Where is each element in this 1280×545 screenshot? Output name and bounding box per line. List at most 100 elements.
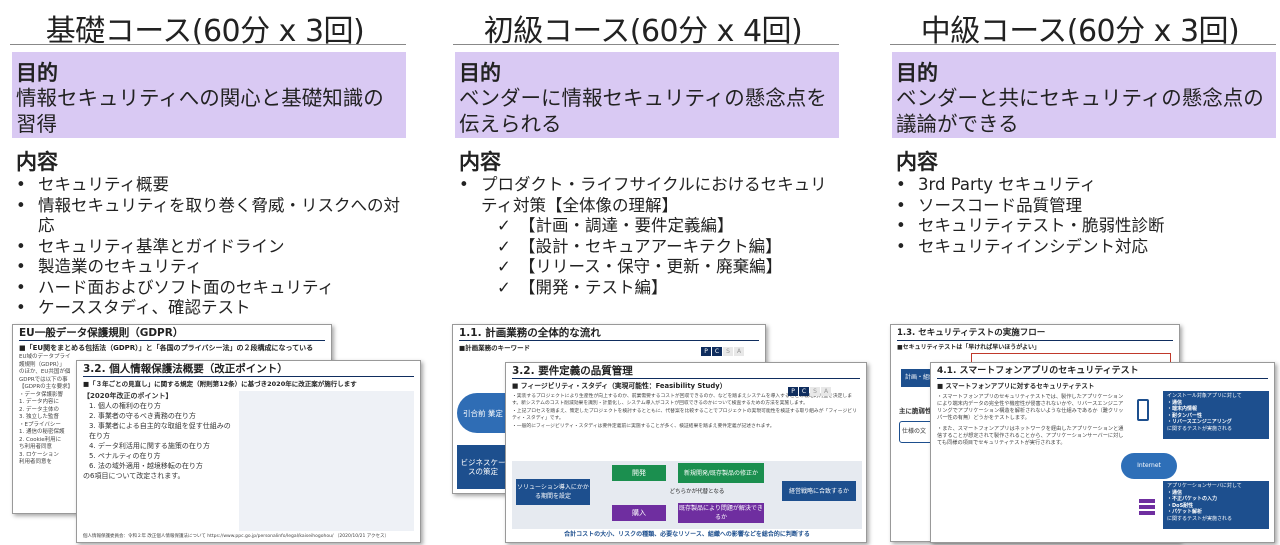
bullet-text: ・実装するプロジェクトにより生産性が向上するのか、前業需要するコストが回収できる… <box>512 394 853 406</box>
contents-list: 3rd Party セキュリティ ソースコード品質管理 セキュリティテスト・脆弱… <box>896 175 1276 257</box>
slide-line: ち利用者同意 <box>19 444 53 450</box>
point-item: 2. 事業者の守るべき責務の在り方 <box>89 412 196 420</box>
callout-item: ・端末内情報 <box>1167 406 1198 412</box>
list-item: プロダクト・ライフサイクルにおけるセキュリティ対策【全体像の理解】 <box>459 175 839 216</box>
check-item: 【リリース・保守・更新・廃棄編】 <box>459 257 839 278</box>
divider <box>10 44 406 45</box>
bullet-text: ・また、スマートフォンアプリはネットワークを経由したアプリケーションと通信するこ… <box>937 426 1124 446</box>
list-item: 3rd Party セキュリティ <box>896 175 1276 196</box>
pdca-badge: P C S A <box>701 347 744 356</box>
callout-title: アプリケーションサーバに対して <box>1167 483 1242 489</box>
contents-list: セキュリティ概要 情報セキュリティを取り巻く脅威・リスクへの対応 セキュリティ基… <box>16 175 406 319</box>
course-title: 基礎コース(60分 x 3回) <box>45 14 365 49</box>
check-item: 【開発・テスト編】 <box>459 278 839 299</box>
slide-title: 1.3. セキュリティテストの実施フロー <box>897 328 1046 338</box>
list-item: 情報セキュリティを取り巻く脅威・リスクへの対応 <box>16 196 406 237</box>
purpose-text: ベンダーに情報セキュリティの懸念点を伝えられる <box>459 86 827 136</box>
course-title: 初級コース(60分 x 4回) <box>483 14 803 49</box>
points-note: の6項目について改定されます。 <box>83 472 185 480</box>
server-callout: アプリケーションサーバに対して ・通信 ・不正パケットの入力 ・DoS耐性 ・パ… <box>1163 481 1269 529</box>
slide-line: 3. ロケーション <box>19 451 59 458</box>
callout-note: に関するテストが実施される <box>1167 425 1233 432</box>
point-item: 5. ペナルティの在り方 <box>89 452 161 460</box>
list-item: ケーススタディ、確認テスト <box>16 298 406 319</box>
slide-thumbnail-smartphone: 4.1. スマートフォンアプリのセキュリティテスト ■ スマートフォンアプリに対… <box>930 362 1275 543</box>
purpose-heading: 目的 <box>459 61 501 85</box>
phone-icon <box>1137 399 1149 421</box>
flow-start: ソリューション導入にかかる期間を設定 <box>516 479 590 505</box>
slide-title: 1.1. 計画業務の全体的な流れ <box>459 327 601 339</box>
slide-thumbnail-requirements: 3.2. 要件定義の品質管理 ■ フィージビリティ・スタディ（実現可能性：Fea… <box>505 362 867 543</box>
slide-line: 【GDPRの主な要求】 <box>19 384 74 390</box>
slide-line: 2. データ主体の <box>19 406 59 413</box>
slide-line: ・Eプライバシー <box>19 421 61 428</box>
callout-item: ・リバースエンジニアリング <box>1167 419 1232 425</box>
flow-box: 引合前 業定 <box>457 393 509 433</box>
badge-c: C <box>712 347 722 356</box>
slide-line: ・データ保護影響 <box>19 391 64 398</box>
flow-diagram: ソリューション導入にかかる期間を設定 開発 新規開発/既存製品の修正か どちらか… <box>512 461 862 529</box>
list-item: 製造業のセキュリティ <box>16 257 406 278</box>
purpose-text: ベンダーと共にセキュリティの懸念点の議論ができる <box>896 86 1264 136</box>
callout-item: ・通信 <box>1167 399 1183 406</box>
slide-lead: ■「EU関をまとめる包括法（GDPR）」と「各国のプライバシー法」の２段構成にな… <box>19 344 314 352</box>
flow-new-dev: 新規開発/既存製品の修正か <box>678 463 764 483</box>
slide-lead: ■ スマートフォンアプリに対するセキュリティテスト <box>937 382 1095 390</box>
slide-lead: ■「３年ごとの見直し」に関する規定（附則第12条）に基づき2020年に改正案が施… <box>83 380 357 388</box>
install-callout: インストール対象アプリに対して ・通信 ・端末内情報 ・耐タンパー性 ・リバース… <box>1163 391 1269 439</box>
purpose-heading: 目的 <box>896 61 938 85</box>
contents-heading: 内容 <box>459 150 501 174</box>
check-item: 【設計・セキュアアーキテクト編】 <box>459 237 839 258</box>
point-item: 4. データ利活用に関する施策の在り方 <box>89 442 210 450</box>
slide-lead: ■セキュリティテストは「早ければ早いほうがよい」 <box>897 344 1041 351</box>
bullet-text: ・スマートフォンアプリのセキュリティテストでは、製作したアプリケーションにより端… <box>937 394 1124 421</box>
flow-question: どちらかが代替となる <box>669 488 725 495</box>
flow-end: 経営戦略に合致するか <box>782 481 856 501</box>
purpose-heading: 目的 <box>16 61 58 85</box>
slide-line: 護規則（GDPR）」 <box>19 361 65 368</box>
badge-a: A <box>821 387 831 396</box>
purpose-box: 目的 ベンダーと共にセキュリティの懸念点の議論ができる <box>892 52 1276 138</box>
notes-panel <box>239 391 414 531</box>
flow-buy: 購入 <box>612 505 666 521</box>
slide-line: 利用者同意を <box>19 459 53 465</box>
slide-footer: 個人情報保護委員会：令和２年 改正個人情報保護法について https://www… <box>83 533 390 539</box>
contents-list: プロダクト・ライフサイクルにおけるセキュリティ対策【全体像の理解】 <box>459 175 839 216</box>
slide-line: 1. データ内容に <box>19 399 59 405</box>
bullet-text: ・一般的にフィージビリティ・スタディは要件定義前に実施することが多く、検証結果を… <box>512 424 775 429</box>
course-column-intermediate: 中級コース(60分 x 3回) 目的 ベンダーと共にセキュリティの懸念点の議論が… <box>880 0 1280 545</box>
badge-c: C <box>799 387 809 396</box>
slide-line: 3. 独立した監督 <box>19 414 59 420</box>
callout-item: ・耐タンパー性 <box>1167 412 1203 419</box>
points-title: 【2020年改正のポイント】 <box>83 392 173 400</box>
side-label: 主に脆弱性 <box>899 407 932 415</box>
slide-line: 2. Cookie利用に <box>19 436 62 443</box>
slide-line: EU域のデータプライ <box>19 354 71 360</box>
list-item: ハード面およびソフト面のセキュリティ <box>16 278 406 299</box>
pdca-badge: P C S A <box>788 387 831 396</box>
purpose-text: 情報セキュリティへの関心と基礎知識の習得 <box>16 86 384 136</box>
callout-item: ・不正パケットの入力 <box>1167 496 1218 502</box>
slide-title: 4.1. スマートフォンアプリのセキュリティテスト <box>937 366 1139 376</box>
badge-a: A <box>734 347 744 356</box>
list-item: セキュリティテスト・脆弱性診断 <box>896 216 1276 237</box>
internet-cloud-icon: Internet <box>1121 453 1177 479</box>
purpose-box: 目的 ベンダーに情報セキュリティの懸念点を伝えられる <box>455 52 839 138</box>
list-item: セキュリティインシデント対応 <box>896 237 1276 258</box>
point-item: 6. 法の域外適用・越境移転の在り方 <box>89 462 203 470</box>
badge-s: S <box>810 387 820 396</box>
sub-list: 【計画・調達・要件定義編】 【設計・セキュアアーキテクト編】 【リリース・保守・… <box>459 216 839 298</box>
point-item: 1. 個人の権利の在り方 <box>89 402 161 410</box>
list-item: セキュリティ基準とガイドライン <box>16 237 406 258</box>
list-item: ソースコード品質管理 <box>896 196 1276 217</box>
contents-heading: 内容 <box>896 150 938 174</box>
server-icon <box>1139 499 1155 517</box>
slide-lead: ■ フィージビリティ・スタディ（実現可能性：Feasibility Study） <box>512 382 727 390</box>
callout-item: ・DoS耐性 <box>1167 502 1194 509</box>
point-item: 3. 事業者による自主的な取組を促す仕組みの在り方 <box>89 422 231 440</box>
course-title: 中級コース(60分 x 3回) <box>920 14 1240 49</box>
course-column-beginner: 初級コース(60分 x 4回) 目的 ベンダーに情報セキュリティの懸念点を伝えら… <box>443 0 843 545</box>
badge-p: P <box>788 387 798 396</box>
check-item: 【計画・調達・要件定義編】 <box>459 216 839 237</box>
divider <box>453 44 839 45</box>
